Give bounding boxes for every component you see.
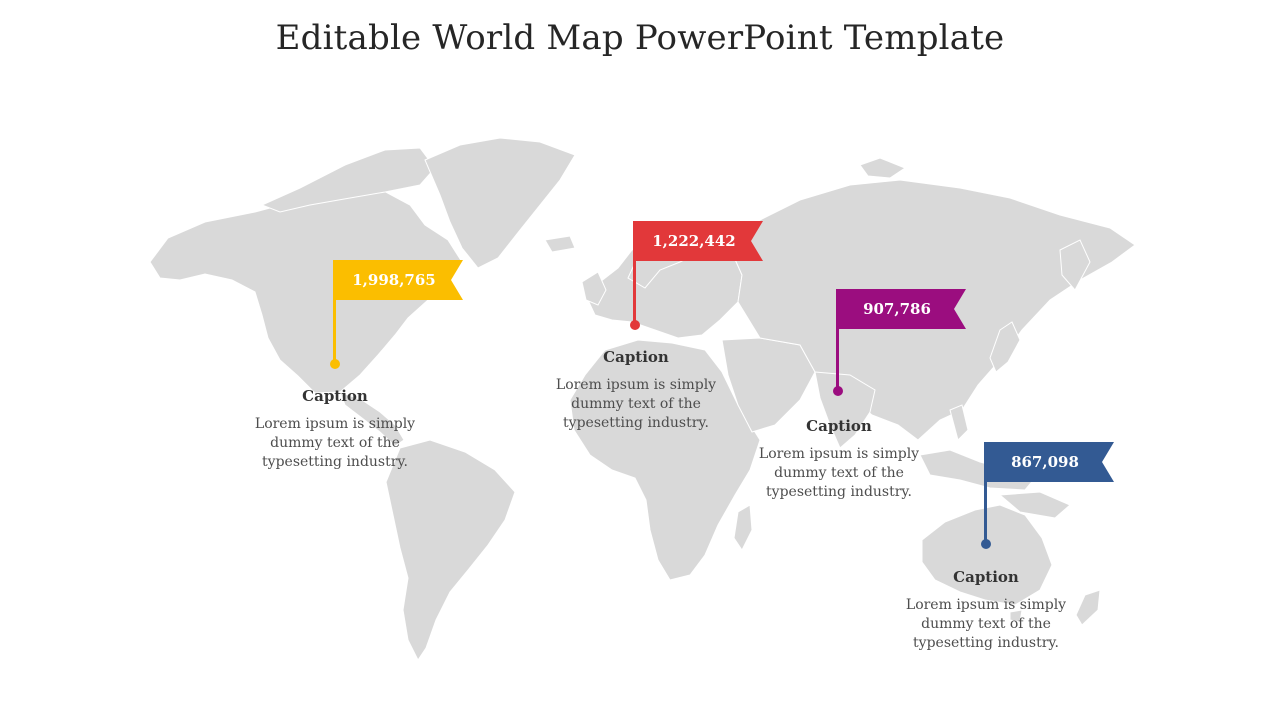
caption-title: Caption (806, 417, 872, 435)
map-marker-flag: 1,998,765 (330, 260, 463, 370)
arctic-islands (260, 147, 436, 213)
caption-text: Lorem ipsum is simply dummy text of the … (758, 446, 920, 500)
flag-pole (984, 442, 987, 546)
caption-title: Caption (603, 348, 669, 366)
slide-title: Editable World Map PowerPoint Template (275, 18, 1005, 58)
iceland (544, 235, 576, 253)
central-america (339, 391, 405, 447)
japan (989, 321, 1021, 373)
africa (569, 339, 761, 581)
marker-value: 1,998,765 (352, 271, 436, 289)
location-pin-dot (981, 539, 991, 549)
new-zealand (1075, 589, 1101, 626)
location-pin-dot (833, 386, 843, 396)
caption-text: Lorem ipsum is simply dummy text of the … (555, 377, 717, 431)
flag-banner (633, 221, 763, 261)
marker-caption: Caption Lorem ipsum is simply dummy text… (536, 348, 736, 433)
indian-subcontinent (814, 371, 876, 449)
caption-text: Lorem ipsum is simply dummy text of the … (905, 597, 1067, 651)
marker-value: 1,222,442 (652, 232, 736, 250)
kamchatka (1059, 239, 1091, 291)
new-guinea (998, 491, 1071, 519)
caption-text: Lorem ipsum is simply dummy text of the … (254, 416, 416, 470)
flag-pole (333, 260, 336, 364)
british-isles (581, 271, 607, 306)
marker-value: 867,098 (1011, 453, 1079, 471)
greenland (424, 137, 576, 269)
flag-banner (984, 442, 1114, 482)
philippines (949, 404, 969, 441)
caption-title: Caption (953, 568, 1019, 586)
caption-title: Caption (302, 387, 368, 405)
tasmania (1009, 609, 1023, 623)
map-marker-flag: 867,098 (981, 442, 1114, 552)
map-marker-flag: 1,222,442 (630, 221, 763, 331)
flag-banner (836, 289, 966, 329)
map-marker-flag: 907,786 (833, 289, 966, 399)
location-pin-dot (630, 320, 640, 330)
location-pin-dot (330, 359, 340, 369)
marker-caption: Caption Lorem ipsum is simply dummy text… (235, 387, 435, 472)
flag-pole (836, 289, 839, 393)
south-america (385, 439, 516, 661)
marker-caption: Caption Lorem ipsum is simply dummy text… (886, 568, 1086, 653)
flag-banner (333, 260, 463, 300)
marker-caption: Caption Lorem ipsum is simply dummy text… (739, 417, 939, 502)
australia (921, 504, 1053, 606)
marker-value: 907,786 (863, 300, 931, 318)
madagascar (733, 504, 753, 551)
arctic-russia-islands (859, 157, 907, 179)
flag-pole (633, 221, 636, 325)
